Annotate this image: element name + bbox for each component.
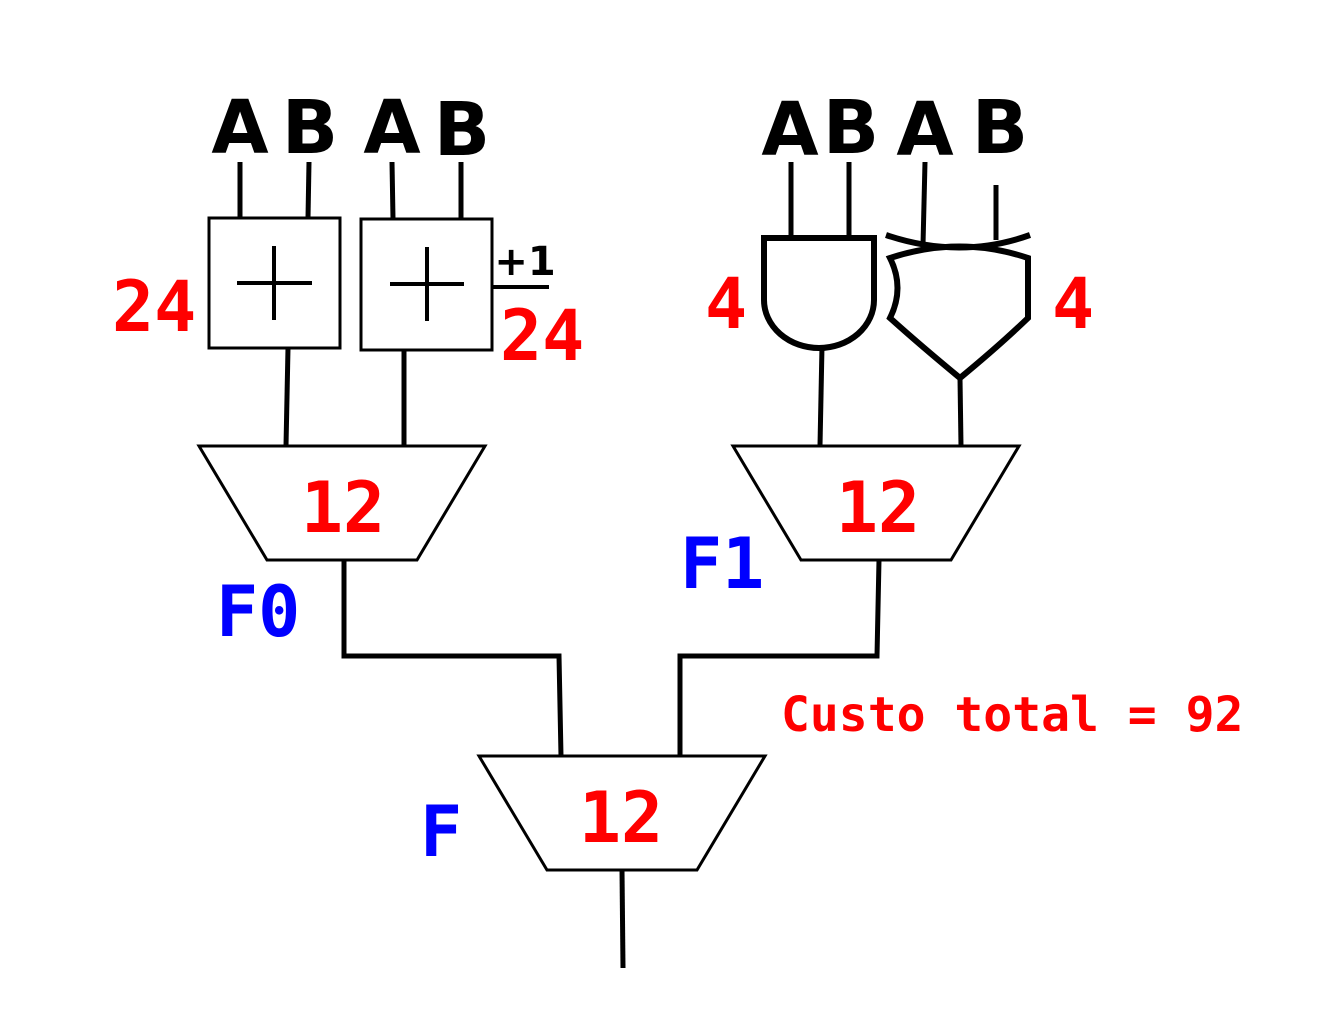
and-input-a-label: A: [761, 87, 818, 173]
and-input-b-label: B: [823, 85, 879, 171]
adder2-cost: 24: [500, 295, 584, 377]
wire-adder1-to-mux-f0: [283, 347, 291, 447]
adder1-cost: 24: [112, 266, 196, 348]
total-cost-text: Custo total = 92: [781, 687, 1243, 743]
wire-f0-to-mux-f: [341, 560, 564, 757]
xor-gate-icon: [885, 243, 1031, 382]
mux-f0: [196, 444, 488, 562]
xor-gate-extra-arc: [885, 232, 1032, 251]
mux-f1: [730, 444, 1022, 562]
wire-and-to-mux-f1: [817, 345, 825, 447]
wire-xor-a: [920, 161, 928, 246]
adder1-input-b-label: B: [282, 85, 338, 171]
wire-xor-to-mux-f1: [957, 377, 964, 447]
mux-f-label: F: [420, 791, 462, 873]
mux-f0-label: F0: [216, 571, 300, 653]
adder2-input-b-label: B: [434, 87, 490, 173]
wire-f1-to-mux-f: [677, 559, 882, 756]
and-gate-cost: 4: [705, 263, 747, 345]
wire-adder2-a: [389, 161, 396, 220]
wire-output: [619, 869, 626, 969]
xor-input-b-label: B: [972, 85, 1028, 171]
xor-gate-cost: 4: [1052, 263, 1094, 345]
wire-adder1-b: [305, 161, 312, 219]
adder1-input-a-label: A: [211, 85, 268, 171]
adder2-carry-in-label: +1: [494, 239, 555, 285]
and-gate-icon: [761, 235, 877, 351]
mux-f1-label: F1: [680, 523, 764, 605]
xor-input-a-label: A: [896, 87, 953, 173]
mux-f0-cost: 12: [301, 467, 385, 549]
adder2-input-a-label: A: [363, 85, 420, 171]
mux-f-cost: 12: [579, 777, 663, 859]
mux-f1-cost: 12: [836, 467, 920, 549]
mux-f: [476, 754, 768, 872]
